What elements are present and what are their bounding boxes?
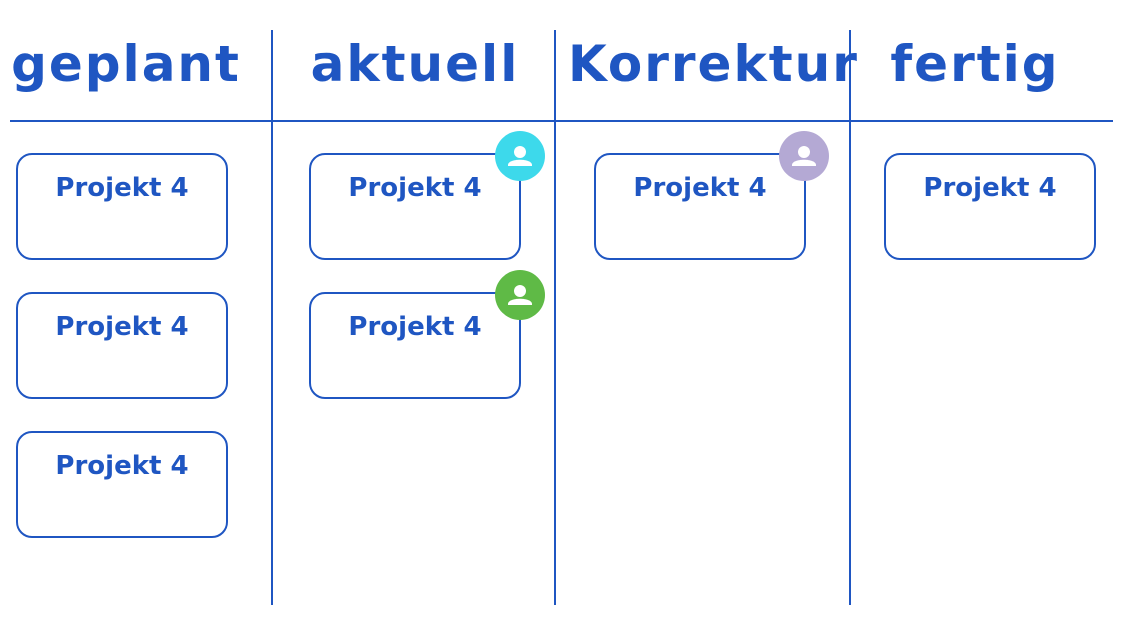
task-card-label: Projekt 4 (633, 173, 767, 203)
assignee-avatar[interactable] (495, 270, 545, 320)
column-title-geplant: geplant (11, 35, 241, 93)
column-title-korrektur: Korrektur (568, 35, 859, 93)
assignee-avatar[interactable] (495, 131, 545, 181)
task-card[interactable]: Projekt 4 (16, 292, 228, 399)
user-icon (495, 270, 545, 320)
column-title-aktuell: aktuell (310, 35, 520, 93)
column-divider (271, 30, 273, 605)
task-card[interactable]: Projekt 4 (309, 153, 521, 260)
task-card-label: Projekt 4 (55, 173, 189, 203)
task-card[interactable]: Projekt 4 (884, 153, 1096, 260)
task-card[interactable]: Projekt 4 (594, 153, 806, 260)
header-divider (10, 120, 1113, 122)
task-card-label: Projekt 4 (55, 312, 189, 342)
task-card-label: Projekt 4 (923, 173, 1057, 203)
column-title-fertig: fertig (890, 35, 1060, 93)
task-card-label: Projekt 4 (348, 173, 482, 203)
task-card-label: Projekt 4 (55, 451, 189, 481)
column-divider (554, 30, 556, 605)
user-icon (495, 131, 545, 181)
task-card[interactable]: Projekt 4 (309, 292, 521, 399)
task-card[interactable]: Projekt 4 (16, 153, 228, 260)
assignee-avatar[interactable] (779, 131, 829, 181)
task-card[interactable]: Projekt 4 (16, 431, 228, 538)
column-divider (849, 30, 851, 605)
user-icon (779, 131, 829, 181)
task-card-label: Projekt 4 (348, 312, 482, 342)
